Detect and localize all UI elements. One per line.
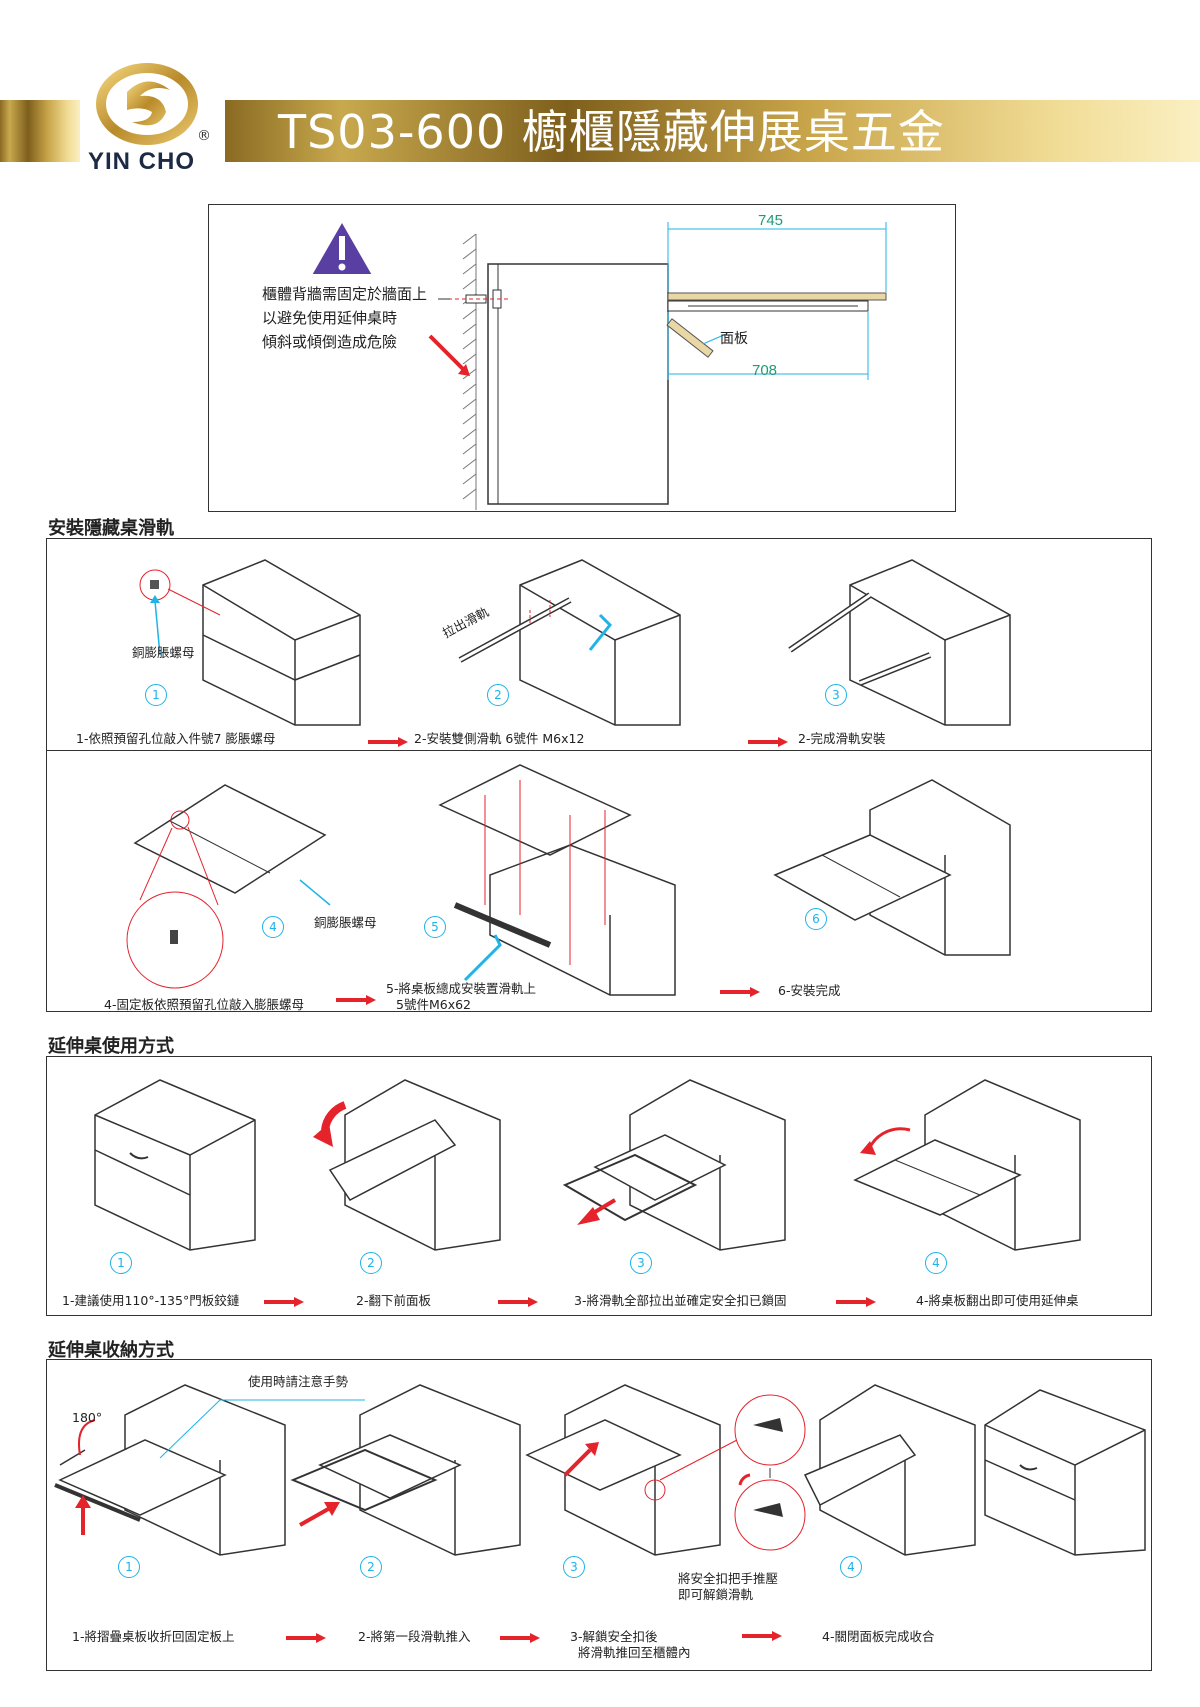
storage-step2-caption: 2-將第一段滑軌推入 [358,1629,471,1644]
usage-step4-figure [853,1079,1081,1251]
usage-step1-caption: 1-建議使用110°-135°門板鉸鏈 [62,1293,240,1308]
storage-step3-caption-1: 3-解鎖安全扣後 [570,1629,658,1644]
dimension-708: 708 [752,362,778,379]
storage-step2-number: 2 [360,1556,382,1578]
install-step5-figure [438,764,676,996]
storage-panel [46,1359,1152,1671]
title-banner [0,100,1200,162]
install-arrow-3 [336,990,376,1005]
panel-label: 面板 [720,331,748,347]
warning-line-3: 傾斜或傾倒造成危險 [262,333,398,351]
registered-mark: ® [197,128,211,144]
usage-step2-caption: 2-翻下前面板 [356,1293,431,1308]
usage-step3-caption: 3-將滑軌全部拉出並確定安全扣已鎖固 [574,1293,787,1308]
storage-step4-caption: 4-關閉面板完成收合 [822,1629,935,1644]
storage-safety-line1: 將安全扣把手推壓 [678,1571,779,1586]
usage-step2-figure [313,1079,501,1251]
usage-step1-figure [94,1079,256,1251]
storage-step3-caption-2: 將滑軌推回至櫃體內 [578,1645,691,1660]
section-usage-title: 延伸桌使用方式 [48,1036,174,1057]
install-step1-callout: 銅膨脹螺母 [132,645,195,660]
usage-step2-number: 2 [360,1252,382,1274]
storage-step1-caption: 1-將摺疊桌板收折回固定板上 [72,1629,235,1644]
install-step2-caption: 2-安裝雙側滑軌 6號件 M6x12 [414,731,585,746]
storage-step3-number: 3 [563,1556,585,1578]
install-step4-callout: 銅膨脹螺母 [314,915,377,930]
install-step4-number: 4 [262,916,284,938]
install-step1-figure [139,559,361,726]
usage-step3-figure [562,1079,786,1251]
storage-arrow-3 [742,1626,782,1641]
warning-line-1: 櫃體背牆需固定於牆面上 [262,285,428,303]
install-step5-caption-1: 5-將桌板總成安裝置滑軌上 [386,981,536,996]
storage-step1-number: 1 [118,1556,140,1578]
storage-safety-line2: 即可解鎖滑軌 [678,1587,754,1602]
storage-angle-label: 180° [72,1410,103,1425]
storage-step4-number: 4 [840,1556,862,1578]
usage-arrow-3 [836,1292,876,1307]
usage-arrow-2 [498,1292,538,1307]
install-step1-number: 1 [145,684,167,706]
brand-name: YIN CHO [88,148,196,175]
install-arrow-4 [720,982,760,997]
usage-step4-number: 4 [925,1252,947,1274]
cabinet-side-view [428,222,887,510]
install-step2-figure [458,559,681,726]
storage-step2-figure [290,1384,521,1556]
section-install-title: 安裝隱藏桌滑軌 [48,518,174,539]
usage-step3-number: 3 [630,1252,652,1274]
section-storage-title: 延伸桌收納方式 [48,1340,174,1361]
usage-arrow-1 [264,1292,304,1307]
warning-line-2: 以避免使用延伸桌時 [262,309,398,327]
storage-arrow-1 [286,1628,326,1643]
warning-text: 櫃體背牆需固定於牆面上 以避免使用延伸桌時 傾斜或傾倒造成危險 [262,282,427,354]
page-title: TS03-600 櫥櫃隱藏伸展桌五金 [278,105,945,159]
install-step4-caption: 4-固定板依照預留孔位敲入膨脹螺母 [104,997,304,1012]
storage-step1-figure [54,1384,365,1556]
install-step6-number: 6 [805,908,827,930]
install-step4-figure [126,784,331,989]
install-arrow-2 [748,732,788,747]
usage-step4-caption: 4-將桌板翻出即可使用延伸桌 [916,1293,1079,1308]
storage-arrow-2 [500,1628,540,1643]
install-step5-caption-2: 5號件M6x62 [396,997,471,1012]
install-step2-number: 2 [487,684,509,706]
install-step3-caption: 2-完成滑軌安裝 [798,731,886,746]
yincho-logo [96,63,198,145]
warning-triangle-icon [309,218,375,276]
dimension-745: 745 [758,212,784,229]
install-step3-number: 3 [825,684,847,706]
storage-step4-figure [803,1384,1146,1556]
warning-diagram [208,204,956,512]
install-step5-number: 5 [424,916,446,938]
install-step1-caption: 1-依照預留孔位敲入件號7 膨脹螺母 [76,731,276,746]
storage-hint: 使用時請注意手勢 [248,1374,349,1389]
install-step3-figure [788,559,1011,726]
install-step6-figure [773,779,1011,956]
install-step6-caption: 6-安裝完成 [778,983,841,998]
storage-step3-figure [525,1384,806,1556]
install-arrow-1 [368,732,408,747]
usage-step1-number: 1 [110,1252,132,1274]
